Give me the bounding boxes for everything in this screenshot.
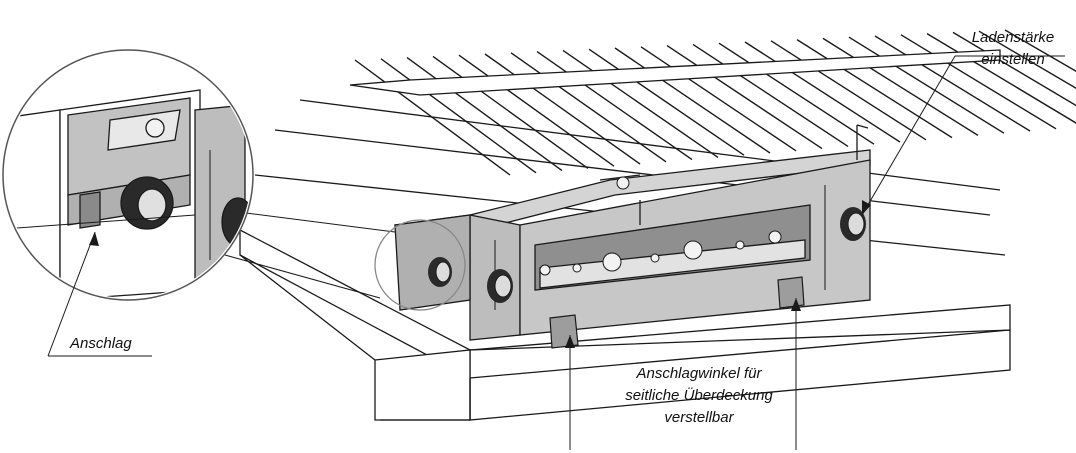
stop-label: Anschlag: [70, 333, 132, 355]
arrowheads: [89, 200, 871, 348]
hatch-line: [640, 46, 797, 152]
stop-angle-label-line3: verstellbar: [664, 409, 734, 426]
hatch-line: [874, 35, 1031, 132]
hatch-line: [666, 45, 823, 150]
stop-angle-label-line1: Anschlagwinkel für: [636, 365, 762, 382]
hatch-line: [484, 53, 641, 165]
jig-screw-holes: [539, 176, 782, 276]
hatch-line: [848, 36, 1005, 134]
stop-angle-label-line2: seitliche Überdeckung: [625, 387, 773, 404]
hatch-line: [692, 43, 849, 147]
hatch-line: [536, 51, 693, 161]
drawer-thickness-label-line1: Ladenstärke: [971, 29, 1055, 46]
thickness-knob-left: [487, 269, 513, 303]
hatch-line: [432, 55, 589, 169]
hatch-line: [978, 30, 1076, 89]
zoomed-stop-detail: [5, 89, 251, 298]
drawer-thickness-label-line2: einstellen: [981, 51, 1045, 68]
hatch-line: [562, 49, 719, 158]
hatch-line: [458, 54, 615, 167]
hatch-line: [406, 57, 563, 172]
hatch-line: [796, 39, 953, 139]
stop-label-text: Anschlag: [70, 335, 132, 352]
hatch-line: [770, 40, 927, 141]
stop-knob: [428, 257, 452, 287]
hatch-line: [718, 42, 875, 145]
leader-lines: [47, 55, 1065, 450]
hatch-line: [926, 32, 1076, 124]
stop-angle-label: Anschlagwinkel für seitliche Überdeckung…: [584, 363, 814, 429]
hatch-line: [614, 47, 771, 154]
hatched-panel: [354, 29, 1076, 176]
hatch-line: [588, 48, 745, 156]
thickness-knob-right: [840, 207, 866, 241]
hatch-line: [900, 34, 1057, 130]
hatch-line: [822, 37, 979, 136]
hatch-line: [744, 41, 901, 143]
hatch-line: [952, 31, 1076, 107]
drawer-thickness-label: Ladenstärke einstellen: [958, 27, 1068, 71]
hatch-line: [380, 58, 537, 174]
hatch-line: [1004, 29, 1076, 73]
